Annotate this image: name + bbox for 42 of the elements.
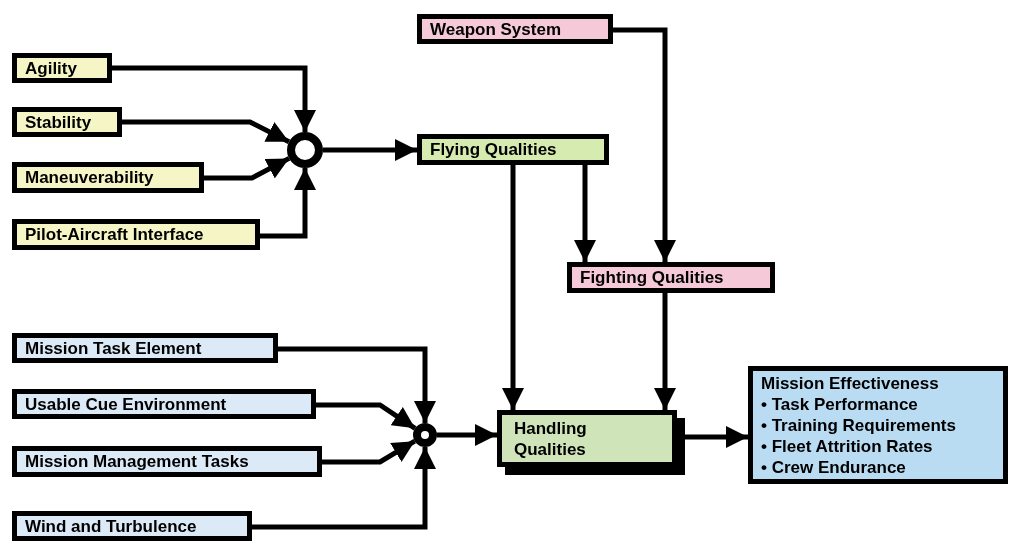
- box-label: Pilot-Aircraft Interface: [25, 224, 205, 245]
- arrow: [323, 139, 417, 161]
- box-label: Usable Cue Environment: [25, 393, 228, 415]
- process-box: [12, 107, 122, 137]
- process-box: [12, 162, 204, 193]
- box-label: Stability: [25, 111, 93, 133]
- arrow: [252, 447, 436, 530]
- box-label: Weapon System: [430, 18, 562, 40]
- process-box: [12, 219, 260, 250]
- box-heading: Mission Effectiveness: [761, 372, 940, 394]
- box-label: Fighting Qualities: [580, 267, 725, 288]
- box-label: Maneuverability: [25, 167, 155, 188]
- process-box: [12, 446, 322, 477]
- arrow: [502, 165, 524, 410]
- arrow: [278, 346, 436, 423]
- box-label: Handling Qualities: [513, 417, 588, 460]
- process-box: [12, 511, 252, 541]
- arrow: [574, 165, 596, 262]
- list-item: • Training Requirements: [761, 414, 957, 436]
- list-item: • Crew Endurance: [761, 456, 907, 478]
- box-label: Mission Task Element: [25, 337, 203, 359]
- box-label: Mission Management Tasks: [25, 451, 250, 472]
- box-label: Flying Qualities: [430, 139, 558, 160]
- process-box: [12, 53, 112, 83]
- process-box: [417, 14, 613, 44]
- process-box: [417, 134, 609, 165]
- arrow: [260, 168, 316, 239]
- arrow: [316, 402, 417, 431]
- arrow: [322, 439, 416, 465]
- process-box: [567, 262, 775, 293]
- result-box: [748, 366, 1008, 484]
- arrow: [437, 424, 497, 446]
- arrow: [112, 65, 316, 132]
- box-label: Agility: [25, 57, 78, 79]
- process-box: [12, 389, 316, 419]
- arrow: [654, 293, 676, 410]
- list-item: • Fleet Attrition Rates: [761, 435, 934, 457]
- process-box: [12, 333, 278, 363]
- arrow: [613, 27, 676, 262]
- list-item: • Task Performance: [761, 393, 919, 415]
- arrow: [685, 426, 748, 448]
- box-label: Wind and Turbulence: [25, 515, 198, 537]
